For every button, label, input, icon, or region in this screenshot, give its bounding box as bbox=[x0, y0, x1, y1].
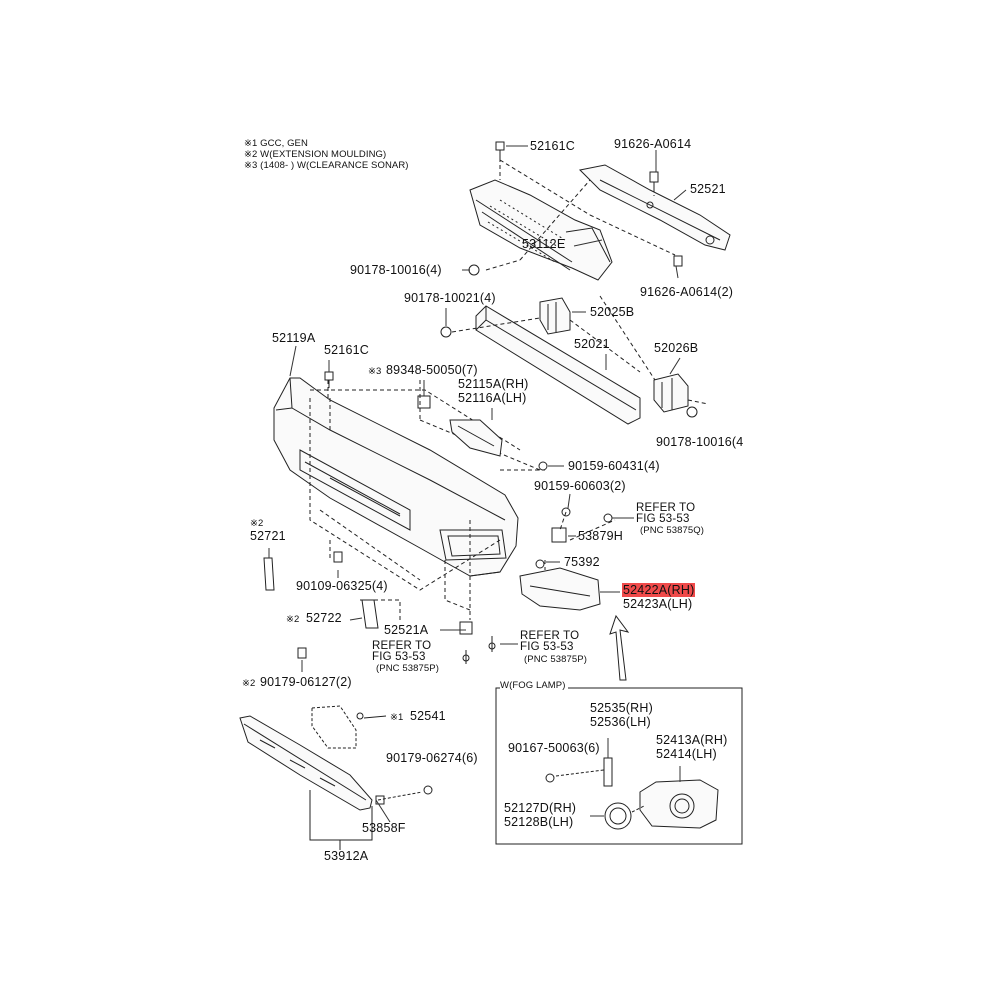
screw-90159-60431 bbox=[538, 461, 548, 471]
part-53112e-bracket bbox=[469, 179, 613, 281]
label-52127d: 52127D(RH) bbox=[504, 801, 577, 815]
bolt-ref-53875p-b bbox=[462, 650, 470, 664]
label-53912a: 53912A bbox=[324, 849, 369, 863]
part-52541-plate bbox=[311, 705, 357, 749]
fastener-91626-top bbox=[649, 171, 659, 188]
label-90179-06274: 90179-06274(6) bbox=[386, 751, 478, 765]
screw-90159-60603 bbox=[561, 507, 571, 517]
part-52119a-bumper-cover bbox=[273, 377, 519, 577]
ref-53875q-line2: FIG 53-53 bbox=[636, 513, 690, 525]
label-89348-mark: ※3 bbox=[368, 366, 382, 377]
fastener-90179-06127 bbox=[297, 647, 307, 659]
ref-53875p-a-line3: (PNC 53875P) bbox=[376, 663, 439, 674]
label-52116a: 52116A(LH) bbox=[458, 391, 527, 405]
fastener-52161c-top bbox=[495, 141, 505, 158]
part-52521a-clip bbox=[459, 621, 473, 635]
label-90159-60603: 90159-60603(2) bbox=[534, 479, 626, 493]
label-52021: 52021 bbox=[574, 337, 610, 351]
label-90167-50063: 90167-50063(6) bbox=[508, 741, 600, 755]
ref-53875p-b-line3: (PNC 53875P) bbox=[524, 654, 587, 665]
bracket-line-53912a bbox=[309, 715, 423, 850]
label-53112e: 53112E bbox=[522, 237, 566, 251]
fog-lamp-box bbox=[495, 687, 743, 845]
note-1: ※1 GCC, GEN bbox=[244, 138, 308, 149]
label-52026b: 52026B bbox=[654, 341, 699, 355]
label-89348-50050: 89348-50050(7) bbox=[386, 363, 478, 377]
label-53858f: 53858F bbox=[362, 821, 406, 835]
fog-leaders bbox=[555, 769, 645, 813]
label-90179-06127: 90179-06127(2) bbox=[260, 675, 352, 689]
ref-53875p-b-line2: FIG 53-53 bbox=[520, 641, 574, 653]
fastener-52161c-mid bbox=[324, 371, 334, 388]
note-2: ※2 W(EXTENSION MOULDING) bbox=[244, 149, 387, 160]
part-52021-reinforcement bbox=[475, 305, 641, 425]
label-52414: 52414(LH) bbox=[656, 747, 717, 761]
label-52115a: 52115A(RH) bbox=[458, 377, 529, 391]
label-75392: 75392 bbox=[564, 555, 600, 569]
part-52025b-bracket bbox=[539, 297, 571, 335]
bumper-leaders bbox=[309, 380, 616, 620]
arrow-to-52422a bbox=[609, 614, 630, 681]
label-52722-mark: ※2 bbox=[286, 614, 300, 625]
part-52413a-fog-lamp bbox=[639, 779, 719, 829]
highlight-52422a: 52422A(RH) bbox=[622, 583, 696, 597]
fastener-90109 bbox=[333, 551, 343, 563]
label-52161c-mid: 52161C bbox=[324, 343, 369, 357]
ref-53875p-a-line2: FIG 53-53 bbox=[372, 651, 426, 663]
label-90178-10016-4b: 90178-10016(4 bbox=[656, 435, 744, 449]
label-53879h: 53879H bbox=[578, 529, 623, 543]
label-52422a-highlighted: 52422A(RH) bbox=[622, 583, 696, 597]
label-90178-10021: 90178-10021(4) bbox=[404, 291, 496, 305]
label-52413a: 52413A(RH) bbox=[656, 733, 728, 747]
mid-leaders bbox=[451, 295, 709, 405]
label-91626-a0614-2: 91626-A0614(2) bbox=[640, 285, 734, 299]
label-52721-mark: ※2 bbox=[250, 518, 264, 529]
label-52521a: 52521A bbox=[384, 623, 429, 637]
label-52119a: 52119A bbox=[272, 331, 316, 345]
part-52127d-ring bbox=[604, 802, 632, 830]
part-52026b-bracket bbox=[653, 373, 689, 413]
fog-lamp-title: W(FOG LAMP) bbox=[500, 680, 568, 691]
part-52722-bracket bbox=[361, 599, 379, 629]
label-52722: 52722 bbox=[306, 611, 342, 625]
label-52128b: 52128B(LH) bbox=[504, 815, 574, 829]
label-91626-a0614-top: 91626-A0614 bbox=[614, 137, 692, 151]
label-52541: 52541 bbox=[410, 709, 446, 723]
callout-leaders bbox=[268, 145, 687, 823]
label-52536: 52536(LH) bbox=[590, 715, 651, 729]
part-53879h-clip bbox=[551, 527, 567, 543]
bolt-ref-53875p bbox=[488, 636, 496, 652]
screw-90167 bbox=[545, 773, 555, 783]
fastener-91626-bottom bbox=[673, 255, 683, 267]
screw-52541 bbox=[356, 712, 364, 720]
part-52115a-bracket bbox=[449, 419, 503, 457]
label-52025b: 52025B bbox=[590, 305, 635, 319]
label-52423a: 52423A(LH) bbox=[623, 597, 693, 611]
part-52535-bracket bbox=[603, 757, 613, 787]
part-52422a-cover bbox=[519, 567, 601, 611]
label-90179-06127-mark: ※2 bbox=[242, 678, 256, 689]
ref-53875p-a-line1: REFER TO bbox=[372, 640, 432, 652]
label-52521: 52521 bbox=[690, 182, 726, 196]
ref-53875q-line1: REFER TO bbox=[636, 502, 696, 514]
ref-53875q-line3: (PNC 53875Q) bbox=[640, 525, 705, 536]
upper-leaders bbox=[485, 158, 676, 271]
label-52541-mark: ※1 bbox=[390, 712, 404, 723]
note-3: ※3 (1408- ) W(CLEARANCE SONAR) bbox=[244, 160, 409, 171]
label-52721: 52721 bbox=[250, 529, 286, 543]
label-90109-06325: 90109-06325(4) bbox=[296, 579, 388, 593]
part-52521-retainer bbox=[578, 164, 731, 251]
nut-90178-10021 bbox=[440, 326, 452, 338]
label-52161c-top: 52161C bbox=[530, 139, 575, 153]
nut-90178-10016-b bbox=[686, 406, 698, 418]
label-52535: 52535(RH) bbox=[590, 701, 653, 715]
part-53912a-moulding bbox=[239, 715, 373, 811]
screw-75392 bbox=[535, 559, 545, 569]
label-90159-60431: 90159-60431(4) bbox=[568, 459, 660, 473]
ref-53875p-b-line1: REFER TO bbox=[520, 630, 580, 642]
screw-90179-06274 bbox=[423, 785, 433, 795]
label-90178-10016-4: 90178-10016(4) bbox=[350, 263, 442, 277]
